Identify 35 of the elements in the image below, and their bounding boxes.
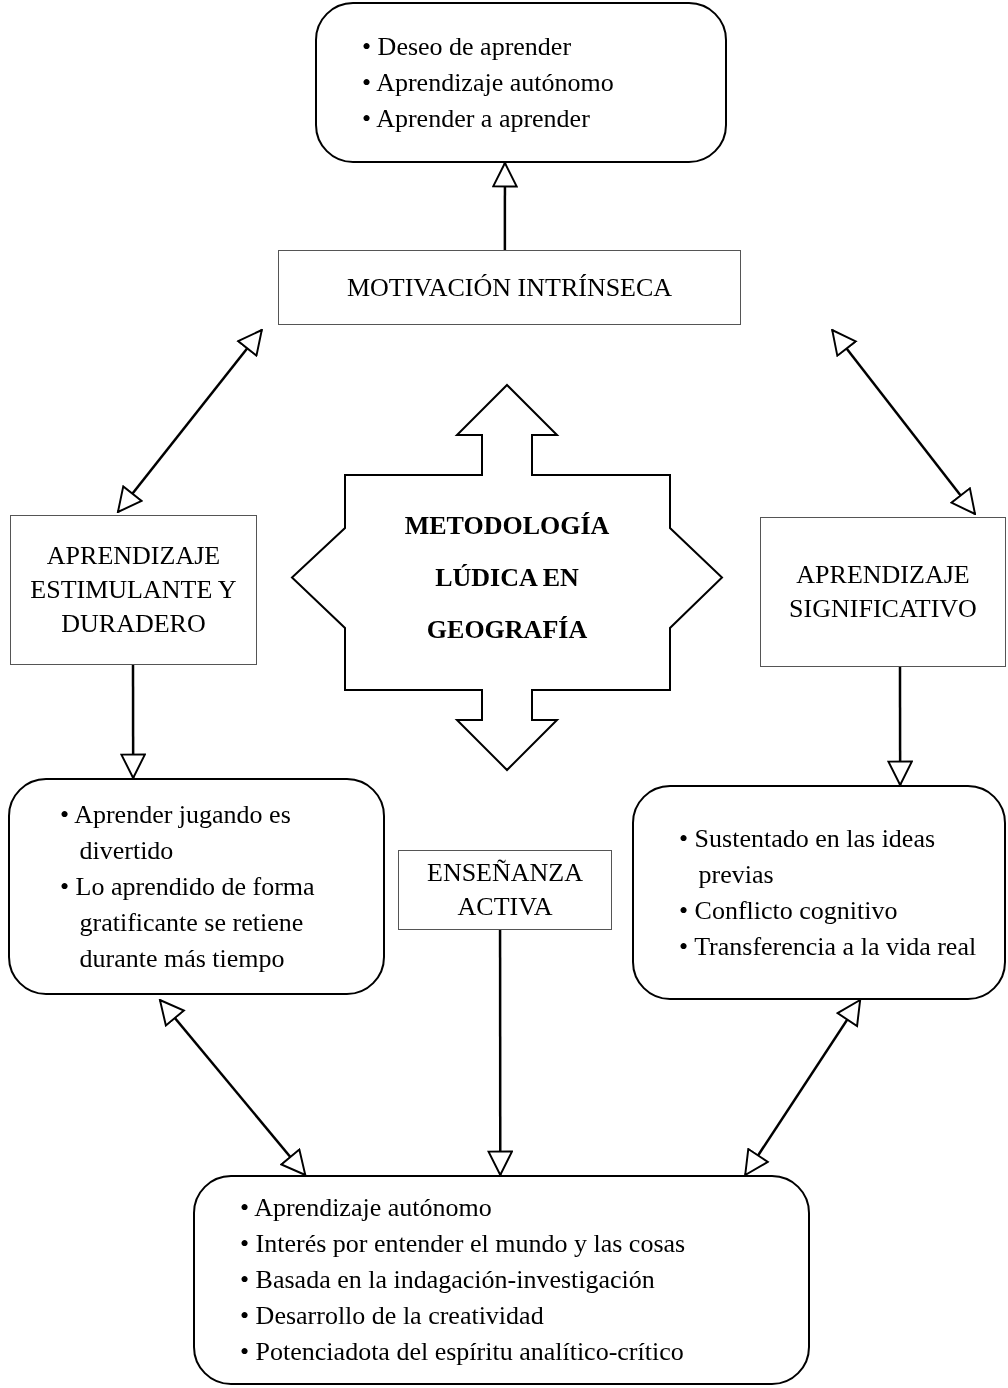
bullet-item: • Aprender a aprender [362,102,590,135]
box-label: MOTIVACIÓN INTRÍNSECA [346,271,673,304]
bullet-item: • Aprender jugando es divertido [60,798,292,867]
bullet-item: • Sustentado en las ideas previas [679,822,937,891]
rounded-box [193,1175,810,1385]
bullet-item: • Potenciadota del espíritu analítico-crítico [240,1336,684,1368]
rounded-box [632,785,1006,1000]
rounded-box [8,778,385,995]
box-label: APRENDIZAJE ESTIMULANTE Y DURADERO [29,540,238,640]
double-arrow [487,930,513,1176]
box-label: ENSEÑANZA ACTIVA [426,857,584,923]
box-label: APRENDIZAJE SIGNIFICATIVO [788,559,978,625]
bullet-item: • Basada en la indagación-investigación [240,1264,655,1296]
bullet-item: • Aprendizaje autónomo [240,1192,492,1224]
double-arrow [887,667,913,786]
bullet-item: • Deseo de aprender [362,30,572,63]
bullet-item: • Desarrollo de la creatividad [240,1300,544,1332]
four-way-arrow [292,385,722,770]
bullet-item: • Interés por entender el mundo y las cosas [240,1228,686,1260]
double-arrow [120,665,146,779]
label-box [760,517,1006,667]
label-box [278,250,741,325]
double-arrow [831,329,976,515]
bullet-item: • Transferencia a la vida real [679,930,977,963]
label-box [398,850,612,930]
bullet-item: • Conflicto cognitivo [679,894,898,927]
bullet-item: • Aprendizaje autónomo [362,66,614,99]
double-arrow [744,999,862,1176]
rounded-box [315,2,727,163]
double-arrow [116,329,263,513]
label-box [10,515,257,665]
bullet-item: • Lo aprendido de forma gratificante se retiene durante más tiempo [60,870,316,975]
double-arrow [492,162,518,250]
central-title: METODOLOGÍA LÚDICA EN GEOGRAFÍA [403,509,611,646]
double-arrow [158,999,307,1176]
